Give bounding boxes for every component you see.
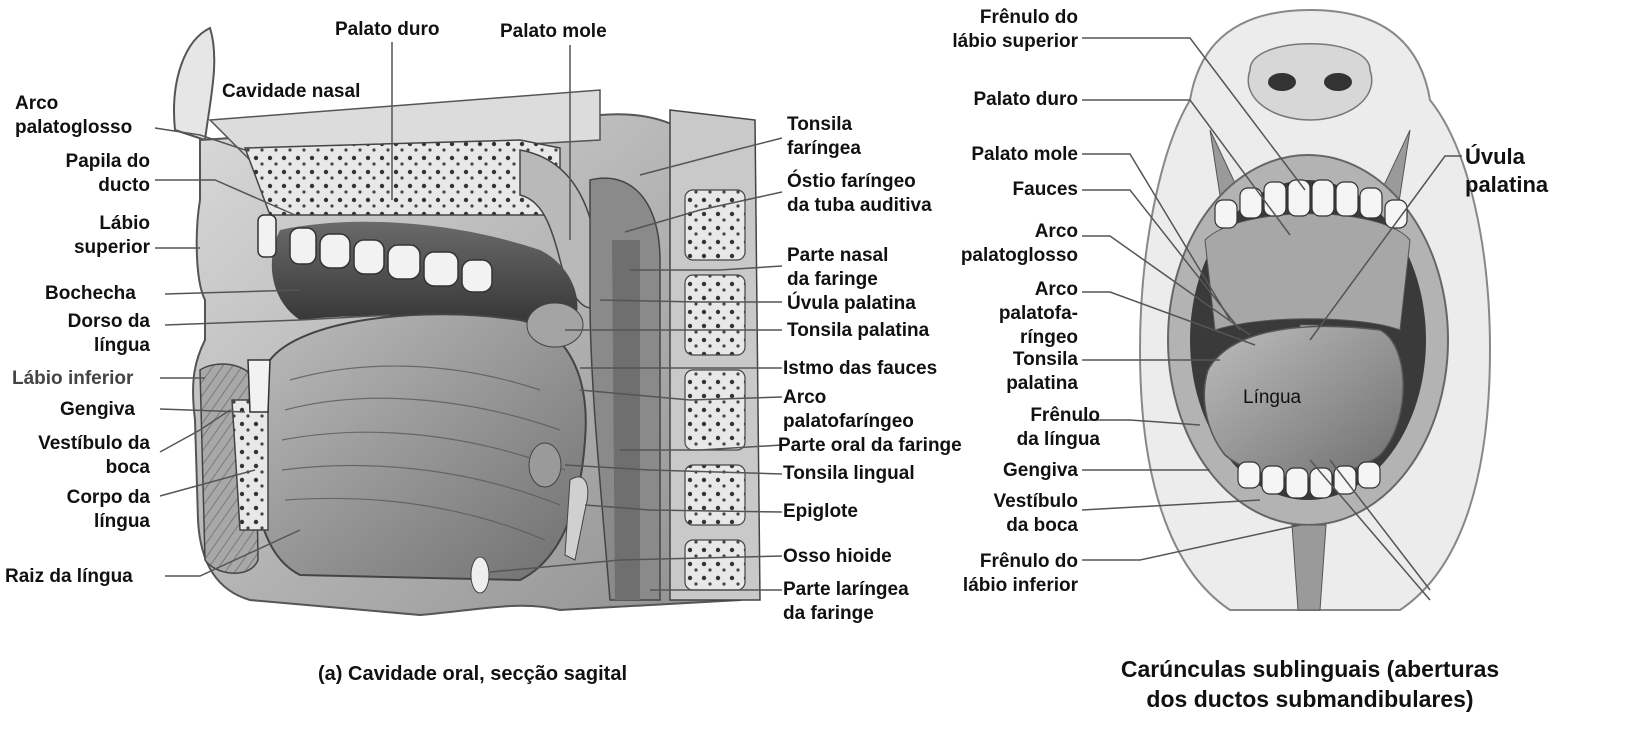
label-palato-mole: Palato mole [500, 21, 607, 42]
label-fauces: Fauces [1012, 179, 1078, 200]
label-arco-palatoglosso: Arco palatoglosso [15, 93, 133, 138]
label-tonsila-faringea: Tonsila faríngea [787, 114, 861, 159]
label-dorso-da-lingua: Dorso da língua [67, 311, 150, 356]
label-cavidade-nasal: Cavidade nasal [222, 81, 361, 102]
label-palato-duro: Palato duro [335, 19, 440, 40]
sagittal-section [173, 26, 761, 617]
label-frontal-arco-palatofaringeo: Arco palatofa- ríngeo [998, 279, 1078, 348]
label-uvula-palatina: Úvula palatina [787, 293, 916, 314]
label-parte-oral-da-faringe: Parte oral da faringe [778, 435, 962, 456]
label-frontal-vestibulo-da-boca: Vestíbulo da boca [993, 491, 1078, 536]
label-frontal-palato-duro: Palato duro [973, 89, 1078, 110]
label-frenulo-labio-inferior: Frênulo do lábio inferior [962, 551, 1078, 596]
label-frontal-uvula-palatina: Úvula palatina [1465, 144, 1549, 197]
label-vestibulo-da-boca: Vestíbulo da boca [38, 433, 150, 478]
caption-frontal: Carúnculas sublinguais (aberturas dos du… [1120, 656, 1500, 712]
label-lingua: Língua [1243, 387, 1302, 408]
label-frontal-tonsila-palatina: Tonsila palatina [1006, 349, 1078, 394]
label-bochecha: Bochecha [45, 283, 136, 304]
label-frontal-palato-mole: Palato mole [971, 144, 1078, 165]
label-gengiva: Gengiva [60, 399, 135, 420]
label-parte-laringea-da-faringe: Parte laríngea da faringe [783, 579, 909, 624]
label-raiz-da-lingua: Raiz da língua [5, 566, 133, 587]
label-frontal-arco-palatoglosso: Arco palatoglosso [960, 221, 1078, 266]
label-epiglote: Epiglote [783, 501, 858, 522]
label-arco-palatofaringeo: Arco palatofaríngeo [783, 387, 914, 432]
caption-sagittal: (a) Cavidade oral, secção sagital [318, 663, 628, 685]
label-istmo-das-fauces: Istmo das fauces [783, 358, 938, 379]
label-parte-nasal-da-faringe: Parte nasal da faringe [787, 245, 889, 290]
label-papila-do-ducto: Papila do ducto [65, 151, 150, 196]
label-labio-superior: Lábio superior [73, 213, 150, 258]
label-corpo-da-lingua: Corpo da língua [66, 487, 150, 532]
label-labio-inferior: Lábio inferior [12, 368, 134, 389]
label-frontal-gengiva: Gengiva [1003, 460, 1078, 481]
label-ostio-faringeo: Óstio faríngeo da tuba auditiva [787, 171, 932, 216]
leader-lines [154, 37, 1462, 601]
label-frenulo-labio-superior: Frênulo do lábio superior [952, 7, 1078, 52]
frontal-view [1138, 8, 1492, 611]
label-tonsila-lingual: Tonsila lingual [783, 463, 915, 484]
label-osso-hioide: Osso hioide [783, 546, 892, 567]
label-tonsila-palatina: Tonsila palatina [787, 320, 930, 341]
label-frenulo-da-lingua: Frênulo da língua [1016, 405, 1100, 450]
